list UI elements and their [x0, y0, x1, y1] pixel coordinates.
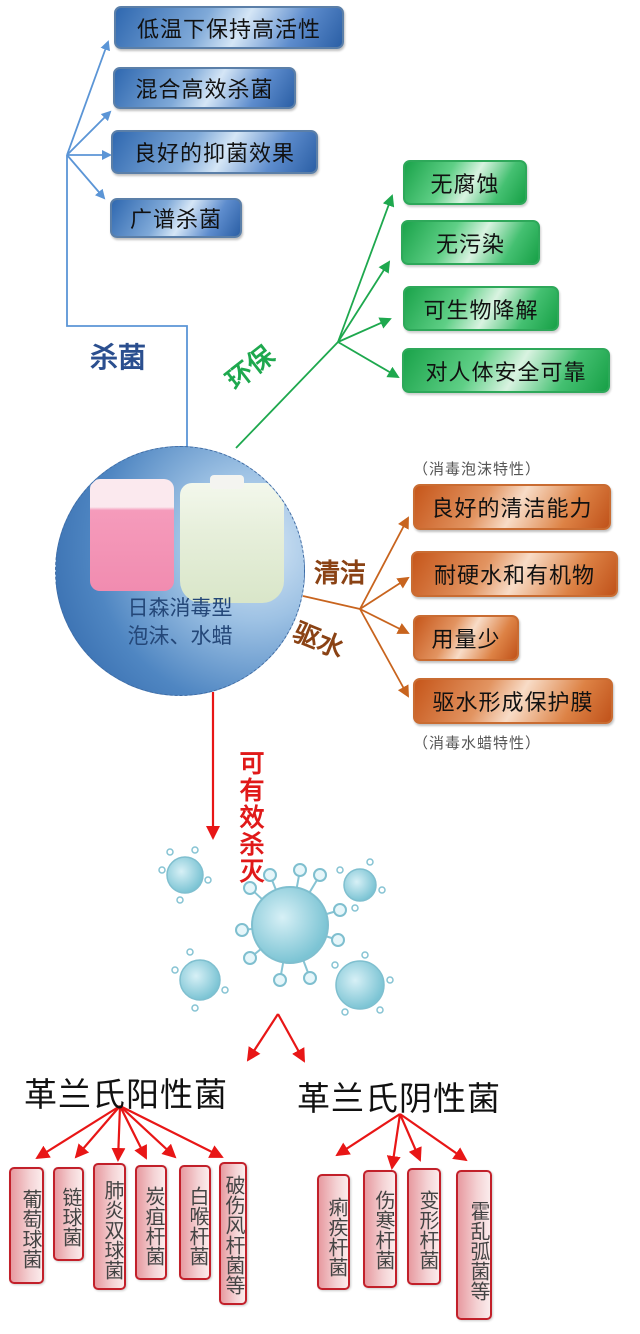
hub-title-line1: 日森消毒型 — [127, 596, 233, 620]
gram-positive-item-staphylococcus: 葡萄球菌 — [9, 1167, 44, 1284]
clean-item-low-dosage: 用量少 — [413, 615, 519, 661]
gram-positive-item-diphtheria: 白喉杆菌 — [179, 1165, 211, 1280]
gram-negative-title: 革兰氏阴性菌 — [297, 1079, 501, 1118]
wax-note: （消毒水蜡特性） — [413, 734, 542, 752]
product-hub: 日森消毒型 泡沫、水蜡 — [55, 446, 305, 696]
sterilize-item-inhibit: 良好的抑菌效果 — [111, 130, 318, 174]
gram-negative-item-dysentery: 痢疾杆菌 — [317, 1174, 350, 1290]
gram-positive-item-pneumococcus: 肺炎双球菌 — [93, 1163, 126, 1290]
hub-title-line2: 泡沫、水蜡 — [127, 624, 233, 648]
clean-branch-label: 清洁 — [314, 559, 367, 589]
sterilize-branch-label: 杀菌 — [90, 341, 147, 374]
eco-item-no-pollution: 无污染 — [401, 220, 540, 265]
gram-negative-item-cholera: 霍乱弧菌等 — [456, 1170, 492, 1320]
gram-positive-title: 革兰氏阳性菌 — [24, 1075, 228, 1114]
gram-positive-item-anthrax: 炭疽杆菌 — [135, 1165, 167, 1280]
eco-item-no-corrosion: 无腐蚀 — [403, 160, 527, 205]
gram-positive-item-streptococcus: 链球菌 — [53, 1167, 84, 1261]
gram-negative-item-typhoid: 伤寒杆菌 — [363, 1170, 397, 1288]
sterilize-item-mixed: 混合高效杀菌 — [113, 67, 296, 109]
eco-branch-label: 环保 — [220, 340, 281, 397]
clean-item-cleaning: 良好的清洁能力 — [413, 484, 611, 530]
sterilize-item-low-temp: 低温下保持高活性 — [114, 6, 344, 49]
gram-positive-item-tetanus: 破伤风杆菌等 — [219, 1162, 247, 1305]
white-jug-image — [180, 475, 284, 603]
clean-item-hard-water: 耐硬水和有机物 — [411, 551, 618, 597]
pink-jug-image — [90, 479, 174, 591]
bacteria-illustration — [158, 846, 394, 1016]
eco-item-safe: 对人体安全可靠 — [402, 348, 610, 393]
eco-item-biodegradable: 可生物降解 — [403, 286, 559, 331]
clean-item-protective-film: 驱水形成保护膜 — [413, 678, 613, 724]
kill-effect-label: 可有效杀灭 — [236, 750, 265, 885]
sterilize-item-broad: 广谱杀菌 — [110, 198, 242, 238]
gram-negative-item-proteus: 变形杆菌 — [407, 1168, 441, 1285]
foam-note: （消毒泡沫特性） — [413, 460, 542, 478]
